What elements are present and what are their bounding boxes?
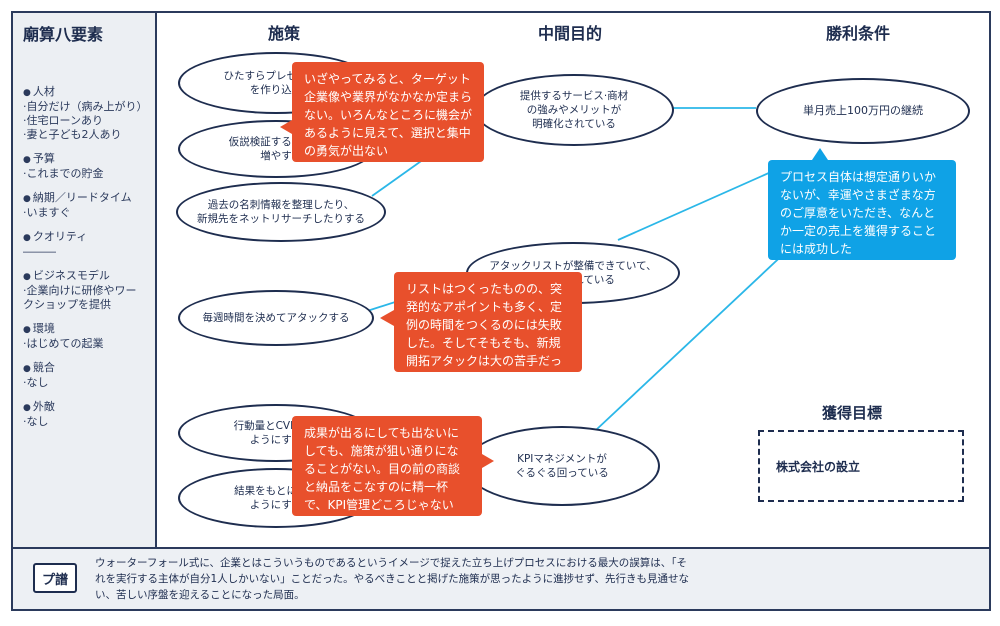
goal-head: 獲得目標 <box>822 404 883 422</box>
sidebar-item: 外敵·なし <box>23 400 157 429</box>
sidebar-item-head: ビジネスモデル <box>23 269 157 284</box>
sidebar-title: 廟算八要素 <box>23 25 104 44</box>
callout-text: いざやってみると、ターゲット企業像や業界がなかなか定まらない。いろんなところに機… <box>304 72 473 158</box>
callout-tail <box>812 148 828 160</box>
sidebar-item: 競合·なし <box>23 361 157 390</box>
connector-i2-victory <box>617 167 781 241</box>
sidebar-item-sub: ·なし <box>23 376 49 389</box>
sidebar-item: クオリティ――― <box>23 230 157 259</box>
sidebar-item-sub: ·はじめての起業 <box>23 337 104 350</box>
measure-node: 過去の名刺情報を整理したり、 新規先をネットリサーチしたりする <box>176 182 386 242</box>
measure-node: 毎週時間を決めてアタックする <box>178 290 374 346</box>
column-head-measures: 施策 <box>268 24 301 43</box>
footer: プ譜 ウォーターフォール式に、企業とはこういうものであるというイメージで捉えた立… <box>13 547 989 609</box>
callout-process-result: プロセス自体は想定通りいかないが、幸運やさまざまな方のご厚意をいただき、なんとか… <box>768 148 956 260</box>
sidebar-item: ビジネスモデル·企業向けに研修やワー クショップを提供 <box>23 269 157 312</box>
sidebar-item-head: 環境 <box>23 322 157 337</box>
sidebar-item-sub: ·これまでの貯金 <box>23 167 104 180</box>
sidebar-item-head: クオリティ <box>23 230 157 245</box>
sidebar-item-sub: ·なし <box>23 415 49 428</box>
sidebar: 廟算八要素 人材·自分だけ（病み上がり） ·住宅ローンあり ·妻と子ども2人あり… <box>13 13 157 547</box>
victory-node: 単月売上100万円の継続 <box>756 78 970 144</box>
sidebar-item: 環境·はじめての起業 <box>23 322 157 351</box>
intermediate-node: KPIマネジメントが ぐるぐる回っている <box>464 426 660 506</box>
callout-text: リストはつくったものの、突発的なアポイントも多く、定例の時間をつくるのには失敗し… <box>406 282 563 386</box>
footer-text: ウォーターフォール式に、企業とはこういうものであるというイメージで捉えた立ち上げ… <box>95 557 689 601</box>
callout-targeting: いざやってみると、ターゲット企業像や業界がなかなか定まらない。いろんなところに機… <box>280 62 484 162</box>
sidebar-list: 人材·自分だけ（病み上がり） ·住宅ローンあり ·妻と子ども2人あり 予算·これ… <box>23 85 157 439</box>
connector-i3-victory <box>595 247 791 431</box>
sidebar-item-head: 競合 <box>23 361 157 376</box>
callout-tail <box>280 120 292 134</box>
sidebar-item-sub: ――― <box>23 245 56 258</box>
callout-tail <box>482 454 494 468</box>
callout-text: 成果が出るにしても出ないにしても、施策が狙い通りになることがない。目の前の商談と… <box>304 426 461 512</box>
sidebar-item-sub: ·いますぐ <box>23 206 71 219</box>
sidebar-item: 人材·自分だけ（病み上がり） ·住宅ローンあり ·妻と子ども2人あり <box>23 85 157 142</box>
column-head-victory: 勝利条件 <box>826 24 891 43</box>
callout-text: プロセス自体は想定通りいかないが、幸運やさまざまな方のご厚意をいただき、なんとか… <box>780 170 937 256</box>
sidebar-item-sub: ·自分だけ（病み上がり） ·住宅ローンあり ·妻と子ども2人あり <box>23 100 148 141</box>
column-head-intermediate: 中間目的 <box>538 24 603 43</box>
callout-tail <box>380 310 394 326</box>
callout-kpi: 成果が出るにしても出ないにしても、施策が狙い通りになることがない。目の前の商談と… <box>292 416 494 516</box>
sidebar-item: 納期／リードタイム·いますぐ <box>23 191 157 220</box>
sidebar-item-head: 人材 <box>23 85 157 100</box>
pufu-icon: プ譜 <box>33 563 77 593</box>
sidebar-item-head: 予算 <box>23 152 157 167</box>
intermediate-node: 提供するサービス·商材 の強みやメリットが 明確化されている <box>474 74 674 146</box>
sidebar-item-head: 納期／リードタイム <box>23 191 157 206</box>
callout-attack-list: リストはつくったものの、突発的なアポイントも多く、定例の時間をつくるのには失敗し… <box>380 272 582 386</box>
sidebar-item-sub: ·企業向けに研修やワー クショップを提供 <box>23 284 137 311</box>
sidebar-item: 予算·これまでの貯金 <box>23 152 157 181</box>
goal-box: 株式会社の設立 <box>758 430 964 502</box>
sidebar-item-head: 外敵 <box>23 400 157 415</box>
